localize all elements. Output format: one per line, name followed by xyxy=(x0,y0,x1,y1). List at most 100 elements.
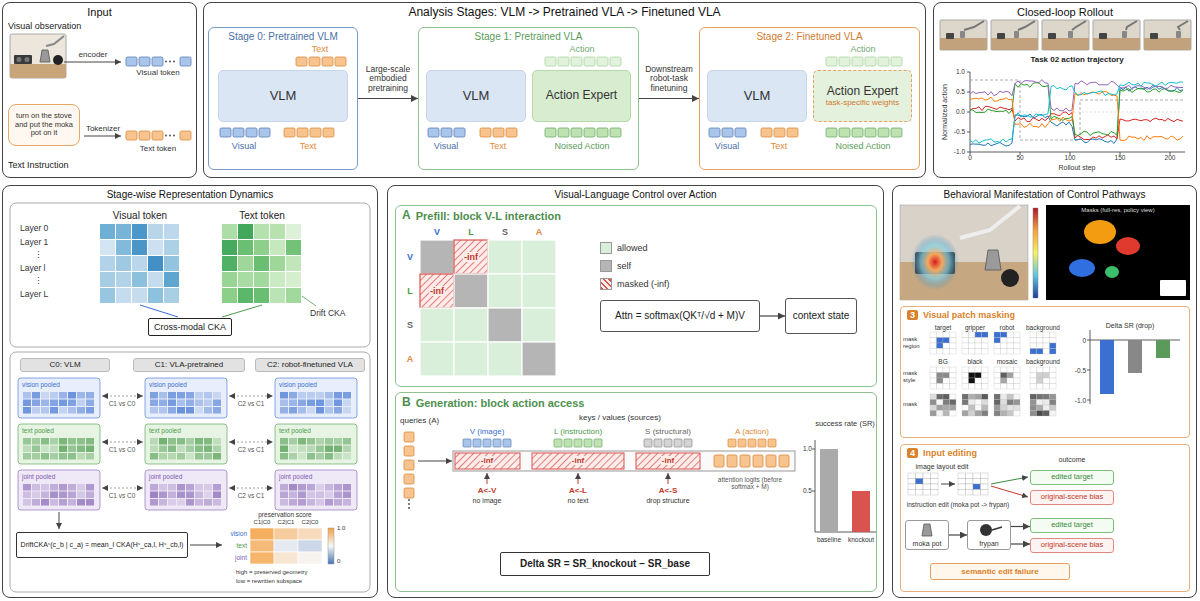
hidden-cell xyxy=(204,438,212,445)
ellipsis-dot xyxy=(408,499,410,501)
hidden-cell xyxy=(334,446,342,453)
text-label: preservation score xyxy=(258,511,311,518)
moka-pot-icon xyxy=(922,524,932,536)
token-square xyxy=(878,57,889,66)
hidden-cell xyxy=(23,446,31,453)
process-box: turn on the stove and put the moka pot o… xyxy=(8,104,80,146)
process-box: context state xyxy=(785,298,857,334)
mask-region-cell xyxy=(1014,332,1021,338)
text-label: V (image) xyxy=(470,427,505,436)
node-title: moka pot xyxy=(913,540,942,548)
flow-arrow xyxy=(59,512,60,529)
hidden-cell xyxy=(86,499,94,506)
heatmap-cell xyxy=(250,528,274,540)
hidden-cell xyxy=(289,407,297,414)
hidden-cell xyxy=(177,438,185,445)
hidden-cell xyxy=(307,484,315,491)
text-label: image layout edit xyxy=(916,463,969,471)
attention-heatmap-image xyxy=(900,205,1028,300)
text-label: -0.5 xyxy=(1075,367,1086,374)
moka-pot xyxy=(1014,31,1019,38)
node-title: Attn = softmax(QKᵀ/√d + M)V xyxy=(615,310,745,322)
hidden-cell xyxy=(32,492,40,499)
connector-arrow xyxy=(1011,543,1030,544)
ellipsis-dot xyxy=(165,135,167,137)
hidden-cell xyxy=(159,499,167,506)
process-box: edited target xyxy=(1030,470,1114,485)
stove xyxy=(1099,33,1107,39)
hidden-cell xyxy=(186,407,194,414)
node-title: VLM xyxy=(270,89,297,104)
key-token xyxy=(463,439,471,447)
text-label: baseline xyxy=(817,536,841,543)
text-label: V xyxy=(407,252,413,262)
layout-cell xyxy=(908,479,916,485)
action-token xyxy=(779,455,789,467)
layout-cell xyxy=(908,490,916,496)
query-token xyxy=(404,446,414,456)
mask-style-cell xyxy=(975,378,982,384)
hidden-cell xyxy=(41,484,49,491)
mask-style-cell xyxy=(1001,367,1008,373)
attention-mask-cell xyxy=(420,274,454,308)
hidden-cell xyxy=(334,407,342,414)
hidden-cell xyxy=(195,453,203,460)
hidden-cell xyxy=(213,499,221,506)
hidden-cell xyxy=(77,446,85,453)
token-square xyxy=(878,128,889,137)
mask-cell xyxy=(982,405,989,411)
mask-style-cell xyxy=(1001,378,1008,384)
mask-style-cell xyxy=(994,378,1001,384)
visual-token-cell xyxy=(148,224,163,239)
text-token-cell xyxy=(286,288,301,303)
connector-arrow xyxy=(1011,526,1030,527)
token-square xyxy=(852,57,863,66)
action-trajectory xyxy=(970,87,1183,146)
mask-cell xyxy=(1037,411,1044,417)
query-token xyxy=(404,474,414,484)
text-label: Task 02 action trajectory xyxy=(1030,55,1123,64)
text-label: 1.0 xyxy=(337,525,345,532)
layout-cell xyxy=(966,479,974,485)
query-token xyxy=(404,488,414,498)
hidden-cell xyxy=(186,446,194,453)
section-header: 4Input editing xyxy=(901,445,1189,461)
mask-region-cell xyxy=(1050,349,1057,355)
mask-cell xyxy=(1001,405,1008,411)
text-label: joint pooled xyxy=(22,473,55,480)
mask-style-cell xyxy=(969,378,976,384)
stove xyxy=(946,33,954,39)
text-label: Tokenizer xyxy=(86,124,120,133)
process-box: Action Experttask-specific weights xyxy=(813,70,912,122)
mask-style-cell xyxy=(1037,373,1044,379)
token-square xyxy=(571,57,582,66)
text-label: V xyxy=(434,227,440,237)
mask-blob xyxy=(1084,220,1116,244)
key-token xyxy=(654,439,662,447)
hidden-cell xyxy=(86,484,94,491)
hidden-cell xyxy=(316,492,324,499)
ellipsis-dot xyxy=(173,61,175,63)
attention-mask-cell xyxy=(522,274,556,308)
hidden-cell xyxy=(23,438,31,445)
mask-style-cell xyxy=(1007,384,1014,390)
process-box: VLM xyxy=(707,70,807,122)
hidden-cell xyxy=(325,446,333,453)
tick-mark xyxy=(967,112,970,113)
hidden-cell xyxy=(195,492,203,499)
hidden-cell xyxy=(41,438,49,445)
hidden-cell xyxy=(298,407,306,414)
mask-region-cell xyxy=(1030,343,1037,349)
text-label: mask style xyxy=(903,370,929,384)
layout-cell xyxy=(981,473,989,479)
text-label: S xyxy=(407,320,413,330)
hidden-cell xyxy=(289,484,297,491)
token-square xyxy=(139,131,150,140)
text-label: vision pooled xyxy=(22,381,60,388)
mask-style-cell xyxy=(975,367,982,373)
text-label: Layer l xyxy=(20,264,46,274)
panel-box: Closed-loop Rollout xyxy=(933,2,1197,178)
mask-region-cell xyxy=(1001,343,1008,349)
mask-region-cell xyxy=(969,332,976,338)
hidden-cell xyxy=(298,392,306,399)
